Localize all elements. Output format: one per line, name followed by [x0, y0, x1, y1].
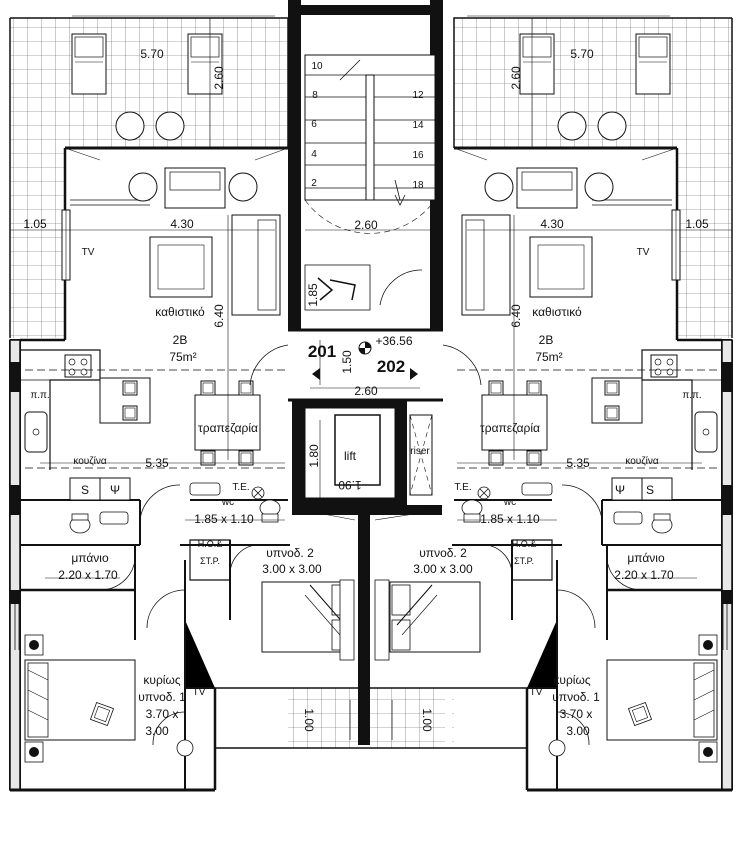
- right-storage-tag-1: Η.Ο.&: [511, 539, 537, 549]
- left-master-line3: 3.70 x: [145, 707, 179, 721]
- right-balcony-width: 5.70: [570, 47, 594, 61]
- staircase: [304, 54, 436, 234]
- left-kitchen-width: 5.35: [145, 456, 169, 470]
- right-master-line2: υπνοδ. 1: [552, 690, 600, 704]
- left-kitchen-name: κουζίνα: [73, 456, 107, 467]
- right-te-tag: T.E.: [454, 482, 472, 493]
- left-washer-tag: π.π.: [30, 390, 50, 401]
- left-bath-dims: 2.20 x 1.70: [58, 568, 118, 582]
- stair-step-12: 12: [412, 90, 424, 101]
- stair-width: 2.60: [354, 218, 378, 232]
- right-kitchen-width: 5.35: [566, 456, 590, 470]
- lobby-width: 2.60: [354, 384, 378, 398]
- left-master-tv: TV: [192, 687, 206, 698]
- right-appliance-psi: Ψ: [614, 483, 626, 497]
- stair-step-4: 4: [311, 149, 317, 160]
- right-wc-dims: 1.85 x 1.10: [480, 512, 540, 526]
- right-master-line1: κυρίως: [553, 673, 591, 687]
- right-storage-tag-2: ΣΤ.Ρ.: [514, 556, 534, 566]
- left-wc-dims: 1.85 x 1.10: [194, 512, 254, 526]
- right-bed2-dims: 3.00 x 3.00: [413, 562, 473, 576]
- right-living-width: 4.30: [540, 217, 564, 231]
- lift-width: 1.90: [338, 478, 362, 492]
- right-bottom-gap: 1.00: [420, 708, 434, 732]
- central-core: [215, 0, 527, 749]
- right-master-line4: 3.00: [566, 724, 590, 738]
- right-dining-name: τραπεζαρία: [480, 421, 540, 435]
- left-master-line2: υπνοδ. 1: [138, 690, 186, 704]
- right-side-balcony: 1.05: [685, 217, 709, 231]
- left-dining-name: τραπεζαρία: [198, 421, 258, 435]
- left-living-width: 4.30: [170, 217, 194, 231]
- right-master-tv: TV: [529, 687, 543, 698]
- left-tv-label: TV: [81, 247, 95, 258]
- left-balcony-depth: 2.60: [212, 66, 226, 90]
- left-bottom-gap: 1.00: [302, 708, 316, 732]
- riser-label: riser: [410, 446, 430, 457]
- stair-step-10: 10: [311, 61, 323, 72]
- lift-label: lift: [344, 449, 356, 463]
- left-bed2-name: υπνοδ. 2: [266, 546, 314, 560]
- right-wc-name: wc: [503, 497, 517, 508]
- unit-202-number: 202: [376, 357, 406, 376]
- unit-201-number: 201: [307, 342, 337, 361]
- right-master-line3: 3.70 x: [559, 707, 593, 721]
- lobby-depth: 1.50: [340, 350, 354, 374]
- right-appliance-s: S: [645, 483, 655, 497]
- lift-shaft: [292, 400, 433, 512]
- right-bed2-name: υπνοδ. 2: [419, 546, 467, 560]
- stair-step-16: 16: [412, 150, 424, 161]
- stair-step-6: 6: [311, 119, 317, 130]
- left-side-balcony: 1.05: [23, 217, 47, 231]
- left-living-depth: 6.40: [212, 304, 226, 328]
- stair-landing: 1.85: [306, 283, 320, 307]
- right-kitchen-name: κουζίνα: [625, 456, 659, 467]
- left-te-tag: T.E.: [232, 482, 250, 493]
- right-living-depth: 6.40: [509, 304, 523, 328]
- stair-step-2: 2: [311, 178, 317, 189]
- right-tv-label: TV: [636, 247, 650, 258]
- right-unit-area: 75m²: [535, 350, 563, 364]
- left-balcony-width: 5.70: [140, 47, 164, 61]
- elevation-mark: +36.56: [375, 334, 413, 348]
- left-wc-name: wc: [221, 497, 235, 508]
- stair-step-18: 18: [412, 180, 424, 191]
- right-balcony-depth: 2.60: [509, 66, 523, 90]
- left-appliance-s: S: [80, 483, 90, 497]
- right-living-name: καθιστικό: [532, 305, 582, 319]
- right-bath-name: μπάνιο: [627, 551, 665, 565]
- right-bath-dims: 2.20 x 1.70: [614, 568, 674, 582]
- left-bath-name: μπάνιο: [71, 551, 109, 565]
- right-unit-type: 2B: [538, 333, 554, 347]
- right-washer-tag: π.π.: [682, 390, 702, 401]
- stair-step-14: 14: [412, 120, 424, 131]
- left-master-line1: κυρίως: [143, 673, 181, 687]
- left-master-line4: 3.00: [145, 724, 169, 738]
- lift-depth: 1.80: [307, 444, 321, 468]
- left-appliance-psi: Ψ: [109, 483, 121, 497]
- left-unit-area: 75m²: [169, 350, 197, 364]
- left-storage-tag-2: ΣΤ.Ρ.: [200, 556, 220, 566]
- left-bed2-dims: 3.00 x 3.00: [262, 562, 322, 576]
- left-unit-type: 2B: [172, 333, 188, 347]
- stair-step-8: 8: [312, 90, 318, 101]
- left-living-name: καθιστικό: [155, 305, 205, 319]
- left-storage-tag-1: Η.Ο.&: [197, 539, 223, 549]
